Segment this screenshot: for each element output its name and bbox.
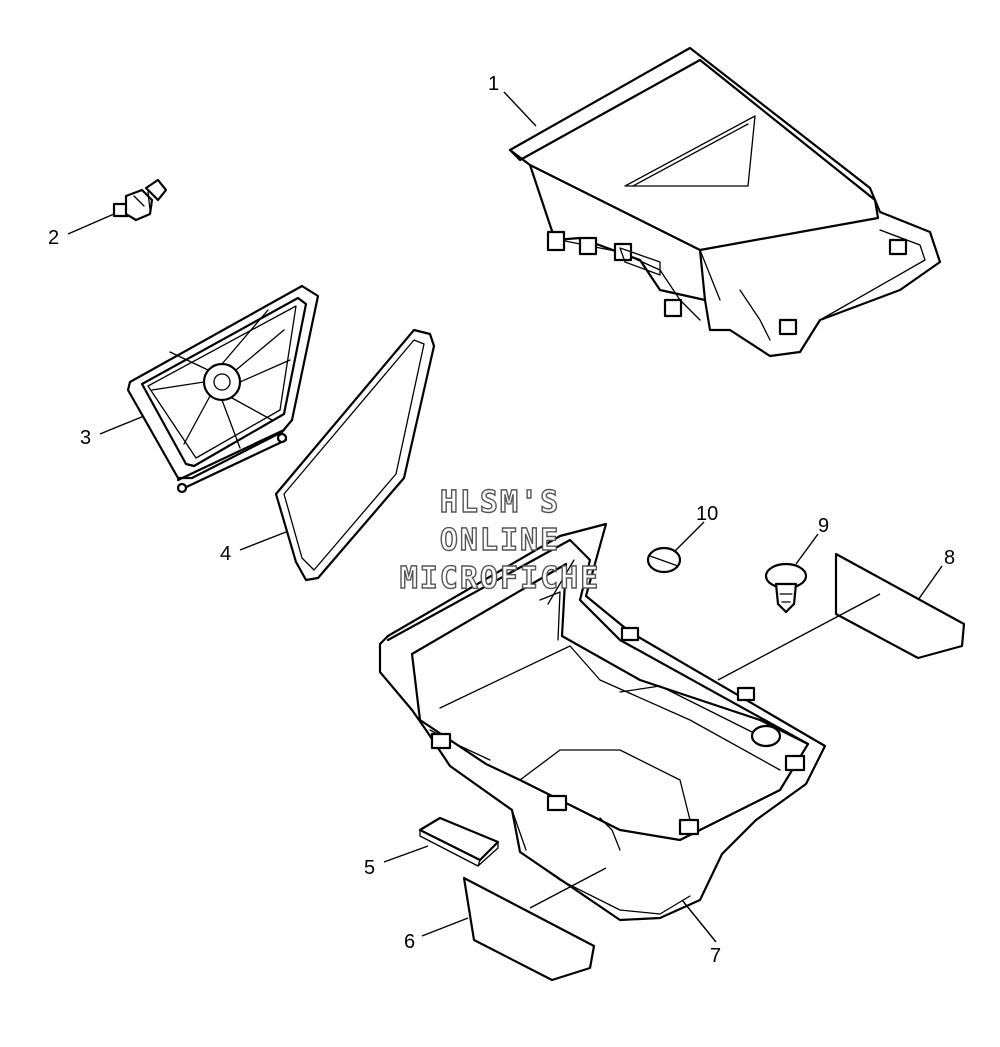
callout-1: 1	[488, 73, 499, 95]
watermark-line-1: HLSM'S	[440, 485, 560, 520]
watermark: HLSM'S ONLINE MICROFICHE	[399, 484, 601, 596]
part-2-clip	[112, 178, 168, 222]
part-10-plug	[646, 546, 682, 574]
callout-5: 5	[364, 857, 375, 879]
callout-7: 7	[710, 945, 721, 967]
part-9-push-rivet	[764, 562, 808, 614]
callout-2: 2	[48, 227, 59, 249]
leader-lines	[67, 91, 943, 943]
part-7-airbox-base	[378, 522, 827, 922]
part-8-decal	[834, 552, 966, 660]
watermark-line-3: MICROFICHE	[400, 561, 601, 596]
part-4-gasket	[274, 328, 436, 582]
callout-8: 8	[944, 547, 955, 569]
part-6-decal	[462, 876, 596, 982]
callout-10: 10	[696, 503, 718, 525]
watermark-line-2: ONLINE	[440, 523, 560, 558]
callout-9: 9	[818, 515, 829, 537]
part-3-filter-frame	[126, 284, 320, 494]
callout-4: 4	[220, 543, 231, 565]
callout-3: 3	[80, 427, 91, 449]
callout-labels: 1 2 3 4 5 6 7 8 9 10	[48, 73, 955, 967]
part-1-airbox-cover	[508, 46, 942, 358]
part-5-foam-pad	[418, 816, 500, 867]
callout-6: 6	[404, 931, 415, 953]
